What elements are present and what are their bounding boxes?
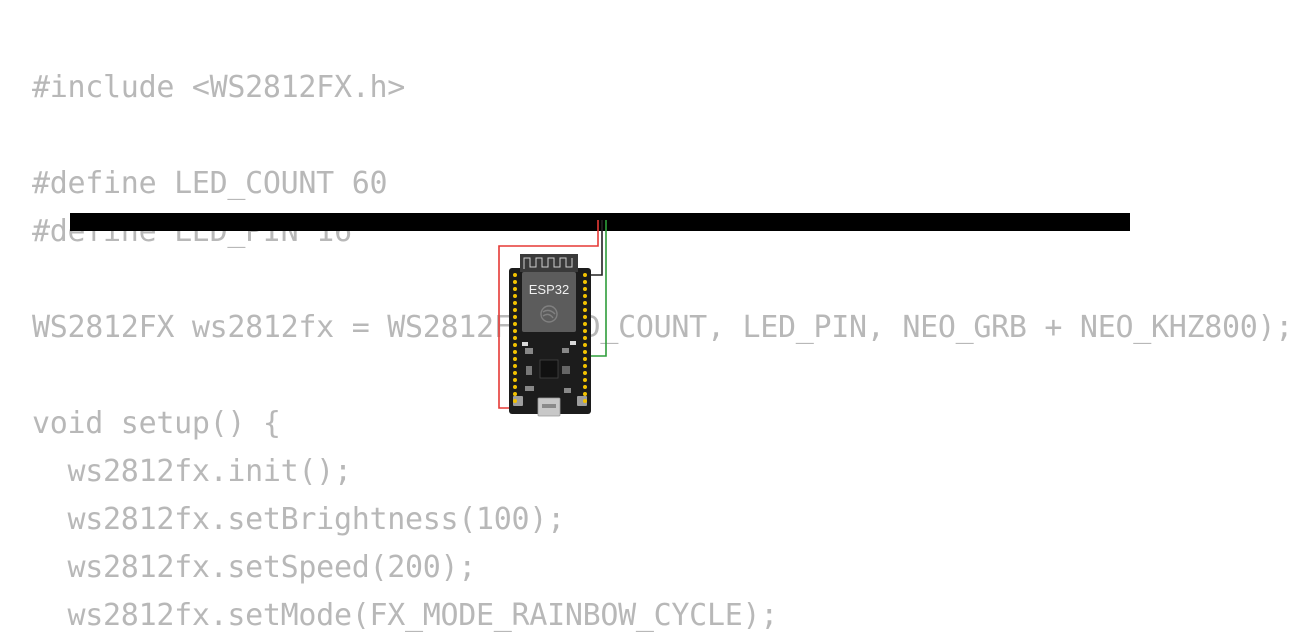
header-pin[interactable] bbox=[583, 294, 587, 298]
header-pin[interactable] bbox=[513, 392, 517, 396]
code-line-include: #include <WS2812FX.h> bbox=[32, 70, 405, 105]
header-pin[interactable] bbox=[513, 399, 517, 403]
wires bbox=[498, 220, 607, 409]
pin-header-right bbox=[583, 273, 587, 403]
board-components bbox=[522, 341, 576, 393]
code-line-set-speed: ws2812fx.setSpeed(200); bbox=[32, 550, 477, 585]
header-pin[interactable] bbox=[583, 343, 587, 347]
antenna-trace bbox=[523, 257, 573, 269]
header-pin[interactable] bbox=[513, 301, 517, 305]
header-pin[interactable] bbox=[513, 357, 517, 361]
header-pin[interactable] bbox=[513, 294, 517, 298]
boot-button[interactable] bbox=[577, 396, 587, 406]
esp32-module bbox=[522, 272, 576, 332]
header-pin[interactable] bbox=[583, 336, 587, 340]
code-background: #include <WS2812FX.h> #define LED_COUNT … bbox=[32, 70, 1293, 633]
wire-red[interactable] bbox=[498, 220, 599, 409]
header-pin[interactable] bbox=[583, 322, 587, 326]
antenna-area bbox=[520, 254, 578, 272]
code-line-init: ws2812fx.init(); bbox=[32, 454, 353, 489]
wire-black[interactable] bbox=[590, 220, 603, 276]
header-pin[interactable] bbox=[583, 329, 587, 333]
header-pin[interactable] bbox=[513, 308, 517, 312]
header-pin[interactable] bbox=[583, 315, 587, 319]
header-pin[interactable] bbox=[513, 287, 517, 291]
espressif-logo-icon bbox=[540, 305, 558, 323]
header-pin[interactable] bbox=[513, 385, 517, 389]
header-pin[interactable] bbox=[583, 378, 587, 382]
header-pin[interactable] bbox=[583, 301, 587, 305]
usb-port-slot bbox=[542, 404, 556, 408]
header-pin[interactable] bbox=[583, 350, 587, 354]
wire-green[interactable] bbox=[590, 220, 607, 357]
header-pin[interactable] bbox=[583, 385, 587, 389]
en-button[interactable] bbox=[513, 396, 523, 406]
header-pin[interactable] bbox=[513, 371, 517, 375]
header-pin[interactable] bbox=[513, 273, 517, 277]
header-pin[interactable] bbox=[513, 280, 517, 284]
header-pin[interactable] bbox=[583, 371, 587, 375]
code-line-set-brightness: ws2812fx.setBrightness(100); bbox=[32, 502, 566, 537]
header-pin[interactable] bbox=[513, 322, 517, 326]
header-pin[interactable] bbox=[513, 364, 517, 368]
header-pin[interactable] bbox=[513, 350, 517, 354]
code-line-constructor: WS2812FX ws2812fx = WS2812FX(LED_COUNT, … bbox=[32, 310, 1293, 345]
header-pin[interactable] bbox=[583, 399, 587, 403]
header-pin[interactable] bbox=[583, 287, 587, 291]
header-pin[interactable] bbox=[513, 315, 517, 319]
pin-header-left bbox=[513, 273, 517, 403]
header-pin[interactable] bbox=[583, 357, 587, 361]
header-pin[interactable] bbox=[583, 364, 587, 368]
header-pin[interactable] bbox=[583, 280, 587, 284]
header-pin[interactable] bbox=[583, 308, 587, 312]
header-pin[interactable] bbox=[513, 343, 517, 347]
code-line-setup-open: void setup() { bbox=[32, 406, 281, 441]
code-line-define-count: #define LED_COUNT 60 bbox=[32, 166, 388, 201]
header-pin[interactable] bbox=[583, 273, 587, 277]
header-pin[interactable] bbox=[583, 392, 587, 396]
header-pin[interactable] bbox=[513, 329, 517, 333]
circuit-diagram: ESP32 bbox=[498, 220, 607, 417]
board-label: ESP32 bbox=[529, 282, 569, 297]
led-strip[interactable] bbox=[70, 213, 1130, 231]
header-pin[interactable] bbox=[513, 378, 517, 382]
code-line-set-mode: ws2812fx.setMode(FX_MODE_RAINBOW_CYCLE); bbox=[32, 598, 779, 633]
esp32-board[interactable]: ESP32 bbox=[509, 254, 591, 417]
header-pin[interactable] bbox=[513, 336, 517, 340]
